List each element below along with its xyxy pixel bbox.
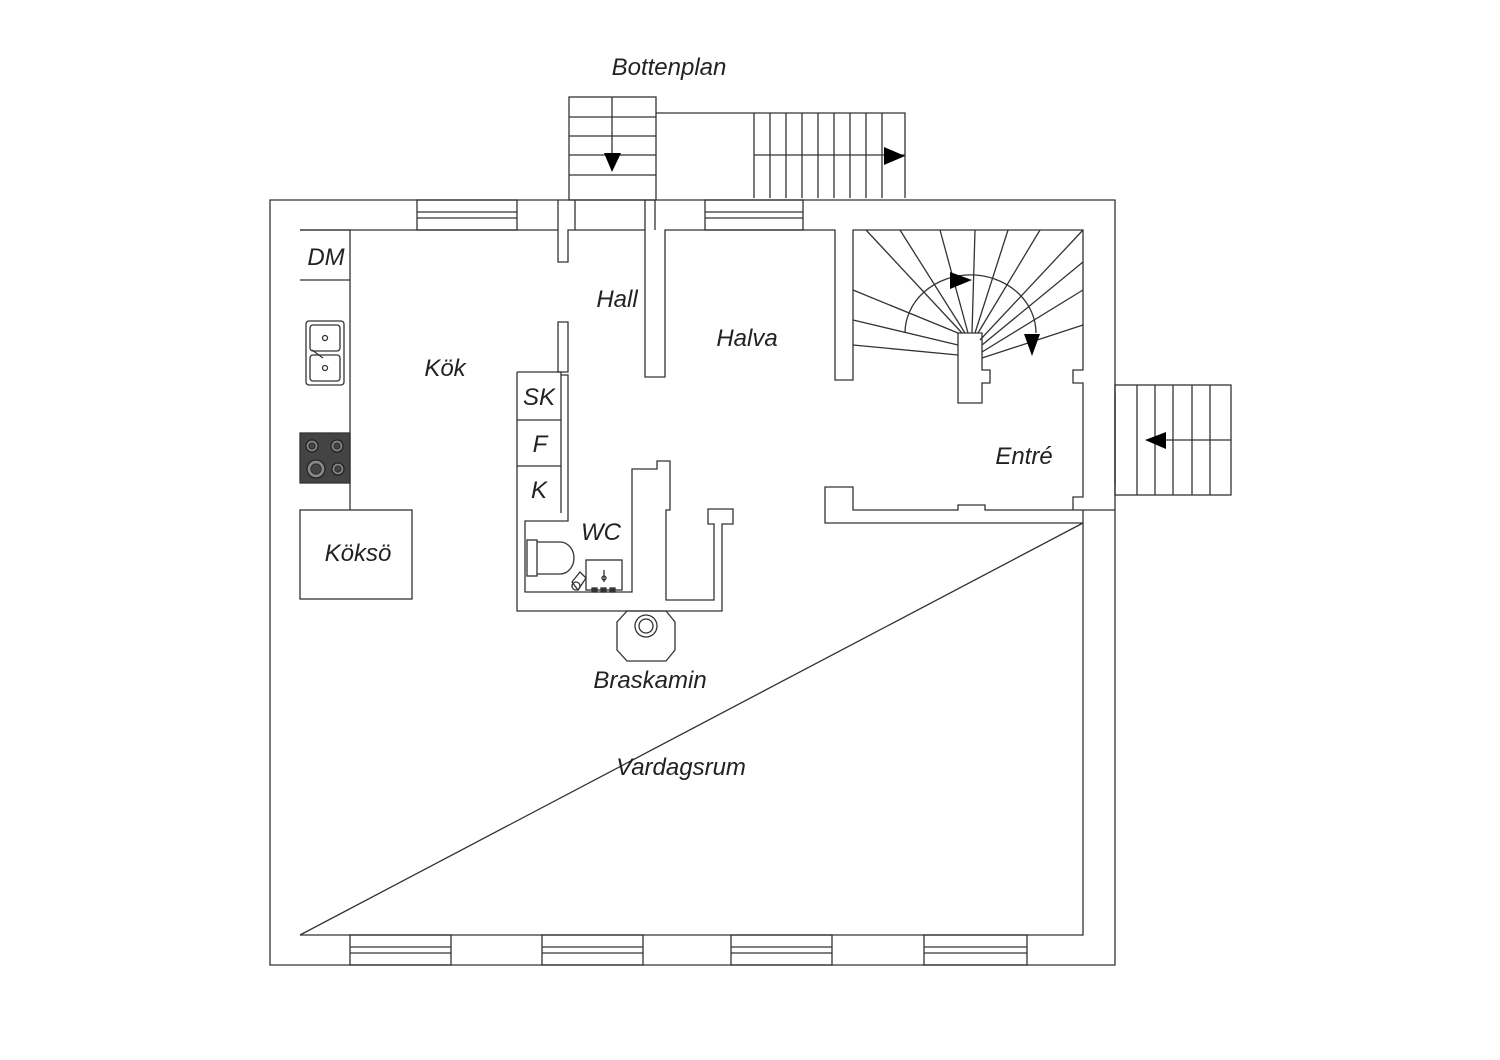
room-label-halva: Halva bbox=[716, 325, 777, 352]
room-label-wc: WC bbox=[581, 519, 622, 546]
room-label-hall: Hall bbox=[596, 286, 638, 313]
wc-walls bbox=[516, 372, 734, 612]
room-label-kokso: Köksö bbox=[325, 540, 392, 567]
stove-icon bbox=[299, 432, 351, 484]
toilet-icon bbox=[526, 539, 575, 577]
arrow-right-icon bbox=[884, 147, 905, 165]
stair-arrows bbox=[604, 147, 1166, 449]
exterior-stair-top-right bbox=[656, 112, 906, 198]
room-label-k: K bbox=[531, 477, 548, 504]
arrow-left-icon bbox=[1145, 432, 1166, 449]
room-label-f: F bbox=[533, 431, 549, 458]
kitchen-island bbox=[299, 509, 413, 600]
room-label-dm: DM bbox=[307, 244, 344, 271]
exterior-stair-top bbox=[568, 96, 657, 201]
room-label-entre: Entré bbox=[995, 443, 1052, 470]
room-label-sk: SK bbox=[523, 384, 556, 411]
room-label-kok: Kök bbox=[424, 355, 467, 382]
wc-sink-icon bbox=[571, 559, 623, 593]
room-label-braskamin: Braskamin bbox=[593, 667, 706, 694]
arrow-down-icon bbox=[1024, 334, 1040, 356]
plan-title: Bottenplan bbox=[612, 54, 727, 81]
interior-staircase bbox=[852, 229, 1084, 404]
closets bbox=[517, 321, 569, 513]
window-bottom-2 bbox=[541, 934, 644, 966]
window-bottom-4 bbox=[923, 934, 1028, 966]
outer-wall bbox=[269, 199, 1116, 966]
exterior-stair-right bbox=[1114, 384, 1232, 496]
window-top-2 bbox=[704, 199, 804, 231]
room-label-vardagsrum: Vardagsrum bbox=[616, 754, 746, 781]
arrow-right-icon bbox=[950, 272, 972, 289]
window-bottom-1 bbox=[349, 934, 452, 966]
sink-icon bbox=[305, 320, 345, 386]
kitchen-counter bbox=[300, 229, 351, 510]
hall-entry-wall bbox=[557, 200, 656, 230]
fireplace-icon bbox=[616, 610, 676, 662]
window-bottom-3 bbox=[730, 934, 833, 966]
window-top-1 bbox=[416, 199, 518, 231]
arrow-down-icon bbox=[604, 153, 621, 172]
